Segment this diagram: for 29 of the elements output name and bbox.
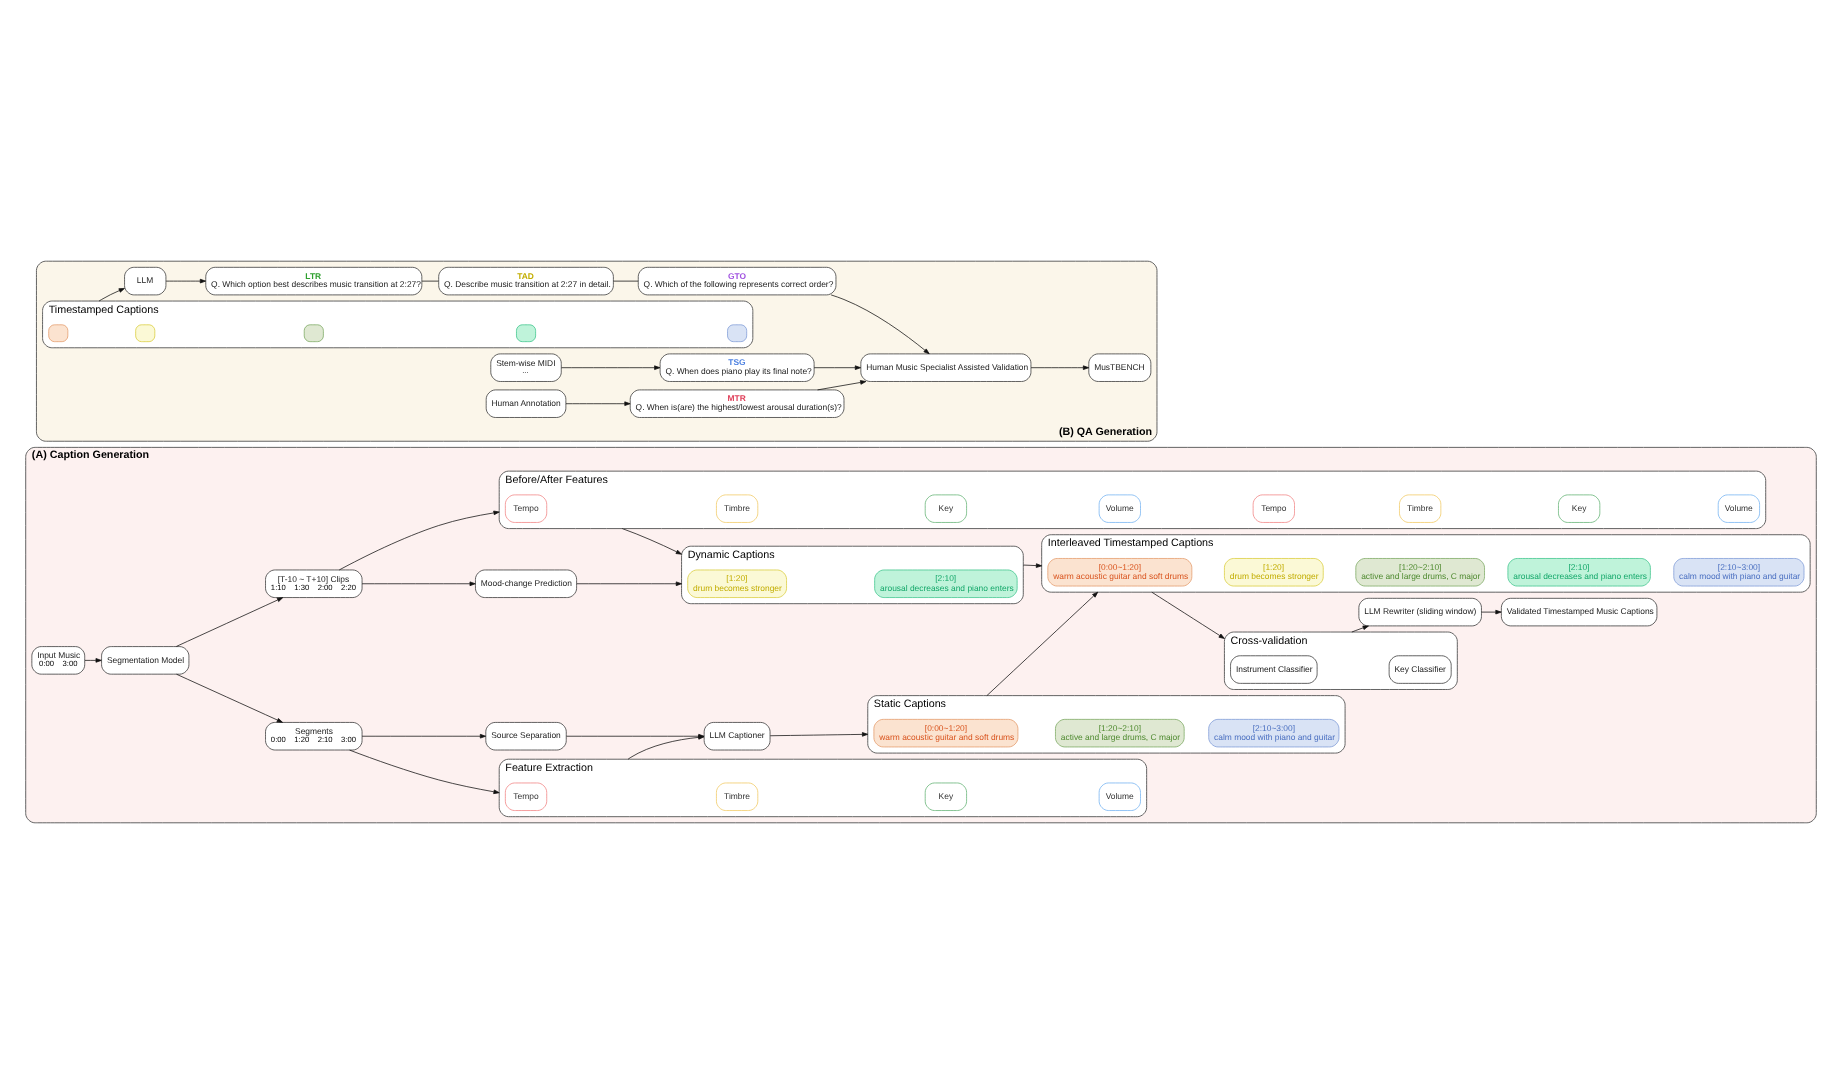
arrow: [1351, 625, 1369, 633]
arrow: [98, 288, 125, 302]
arrow: [565, 401, 631, 406]
arrow: [361, 581, 476, 586]
arrow: [830, 294, 930, 355]
arrow: [769, 732, 869, 737]
arrow: [576, 581, 682, 586]
arrow: [817, 380, 867, 391]
node-box: [303, 324, 324, 343]
arrow: [1022, 563, 1043, 568]
arrow: [338, 510, 500, 571]
arrow: [1151, 591, 1225, 639]
arrow: [561, 365, 661, 370]
arrow: [165, 278, 206, 284]
arrow: [361, 733, 487, 739]
connector: [613, 280, 639, 282]
arrow: [349, 749, 500, 795]
arrow: [813, 365, 861, 370]
arrow: [175, 597, 284, 647]
arrow: [1030, 365, 1090, 370]
arrow: [176, 673, 283, 723]
node-box: [135, 324, 156, 343]
node-box: [727, 324, 748, 343]
arrow: [1481, 609, 1502, 615]
arrow: [621, 528, 682, 555]
arrow: [986, 591, 1099, 696]
arrow: [84, 658, 102, 663]
node-box: [516, 324, 536, 343]
node-box: [48, 324, 69, 343]
